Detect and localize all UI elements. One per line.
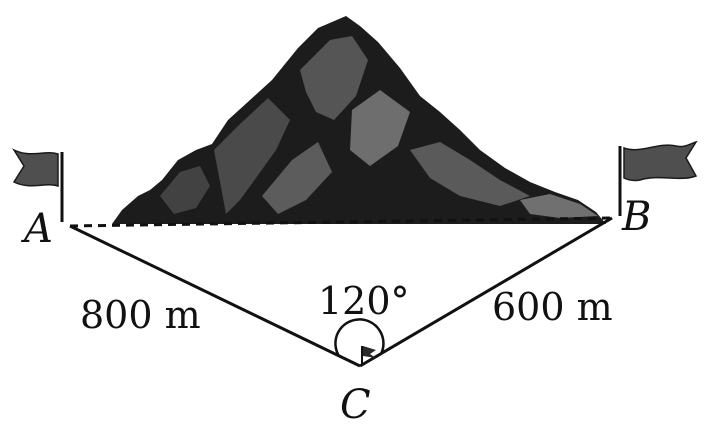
segment-bc	[359, 216, 613, 368]
distance-label-ac: 800 m	[80, 293, 201, 337]
point-label-c: C	[340, 382, 371, 428]
flag-icon	[11, 148, 64, 222]
mountain-icon	[112, 16, 606, 224]
angle-label-acb: 120°	[318, 279, 410, 323]
point-label-b: B	[621, 194, 651, 240]
flag-icon	[361, 346, 376, 364]
angle-arc	[334, 318, 385, 357]
point-label-a: A	[20, 206, 53, 252]
segment-ac	[69, 224, 361, 368]
flag-icon	[618, 140, 698, 216]
baseline-ab	[69, 216, 613, 228]
distance-label-bc: 600 m	[492, 285, 613, 329]
